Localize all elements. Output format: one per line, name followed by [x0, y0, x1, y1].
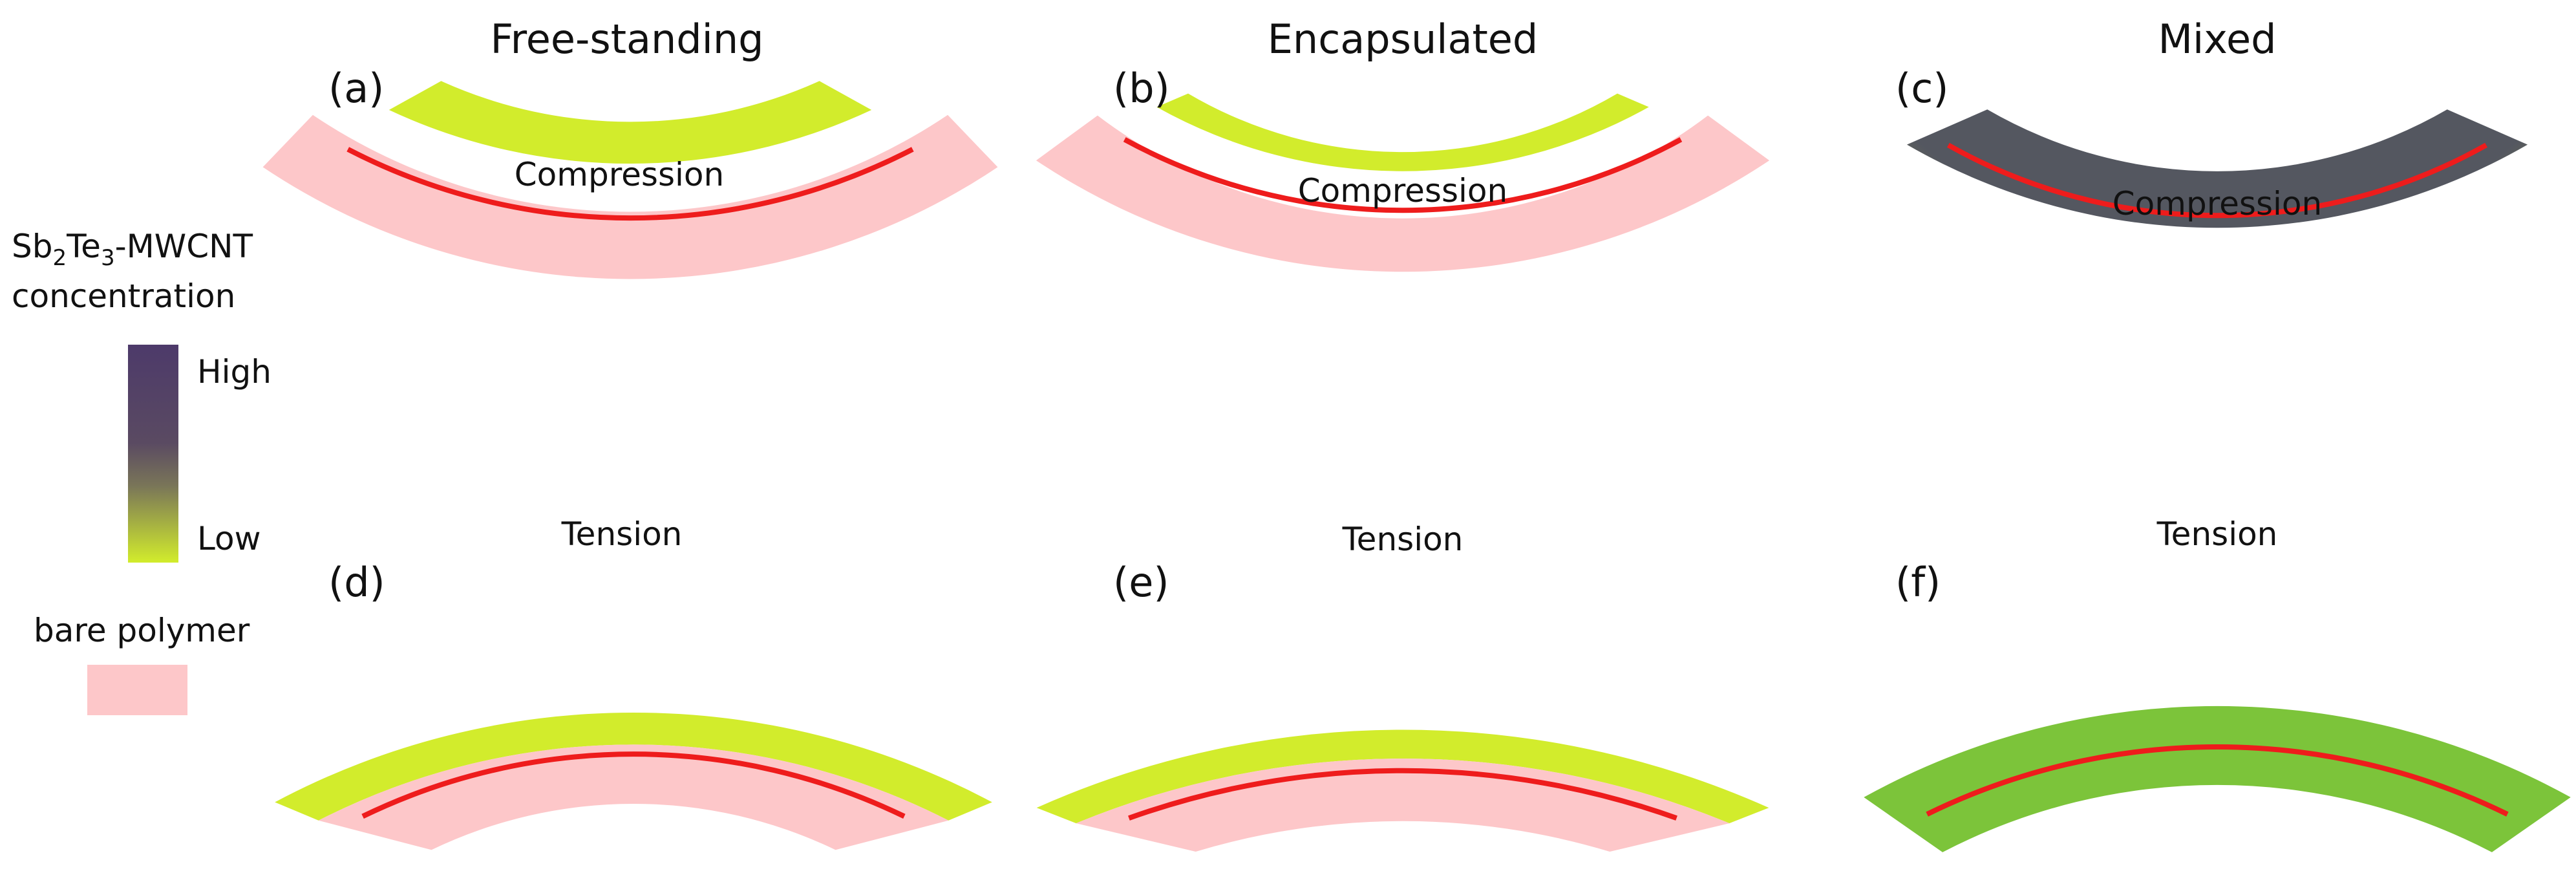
- panel-a: (a) Compression: [262, 65, 998, 279]
- panel-f-neutral-axis: [1926, 744, 2509, 817]
- panel-f-state-label: Tension: [2156, 515, 2278, 553]
- panel-e-neutral-axis: [1128, 768, 1677, 821]
- panel-d-neutral-axis: [361, 751, 906, 819]
- panel-f: (f) Tension: [1864, 515, 2571, 852]
- panel-e: (e) Tension: [1036, 521, 1769, 852]
- panel-b: (b) Compression: [1036, 65, 1770, 272]
- legend-concentration-title: Sb2Te3-MWCNT: [12, 228, 253, 271]
- panel-a-state-label: Compression: [515, 156, 724, 193]
- panel-b-coating-layer: [1156, 93, 1649, 171]
- panel-e-bare-polymer: [1076, 759, 1730, 852]
- panel-c: (c) Compression: [1895, 65, 2528, 228]
- panel-c-label: (c): [1895, 65, 1948, 112]
- panel-a-coating-layer: [389, 81, 872, 164]
- legend: Sb2Te3-MWCNT concentration High Low bare…: [12, 228, 271, 715]
- panel-d-label: (d): [328, 559, 385, 606]
- panel-e-label: (e): [1113, 559, 1169, 606]
- panel-f-mixed-layer: [1864, 706, 2571, 852]
- legend-bare-polymer-label: bare polymer: [34, 612, 250, 649]
- panel-c-mixed-layer: [1906, 109, 2528, 228]
- legend-bare-polymer-swatch: [87, 665, 187, 715]
- panel-d-bare-polymer: [318, 744, 949, 850]
- panel-a-bare-polymer: [262, 114, 998, 279]
- panel-d: (d) Tension: [275, 515, 992, 850]
- legend-high-label: High: [197, 353, 271, 391]
- panel-c-state-label: Compression: [2113, 185, 2322, 222]
- panel-b-bare-polymer: [1036, 115, 1770, 272]
- column-title-mixed: Mixed: [2158, 16, 2276, 63]
- panel-b-label: (b): [1113, 65, 1170, 112]
- panel-f-label: (f): [1895, 559, 1941, 606]
- legend-concentration-subtitle: concentration: [12, 277, 235, 315]
- panel-d-state-label: Tension: [561, 515, 683, 553]
- panel-e-state-label: Tension: [1342, 521, 1464, 558]
- panel-c-neutral-axis: [1946, 142, 2488, 219]
- legend-low-label: Low: [197, 520, 261, 557]
- panel-b-neutral-axis: [1123, 137, 1683, 213]
- column-title-free-standing: Free-standing: [490, 16, 763, 63]
- panel-a-label: (a): [328, 65, 384, 112]
- panel-e-coating-layer: [1036, 729, 1769, 824]
- column-title-encapsulated: Encapsulated: [1268, 16, 1538, 63]
- panel-a-neutral-axis: [346, 147, 914, 221]
- panel-b-state-label: Compression: [1298, 172, 1507, 210]
- panel-d-coating-layer: [275, 712, 992, 821]
- legend-concentration-colorbar: [128, 345, 178, 563]
